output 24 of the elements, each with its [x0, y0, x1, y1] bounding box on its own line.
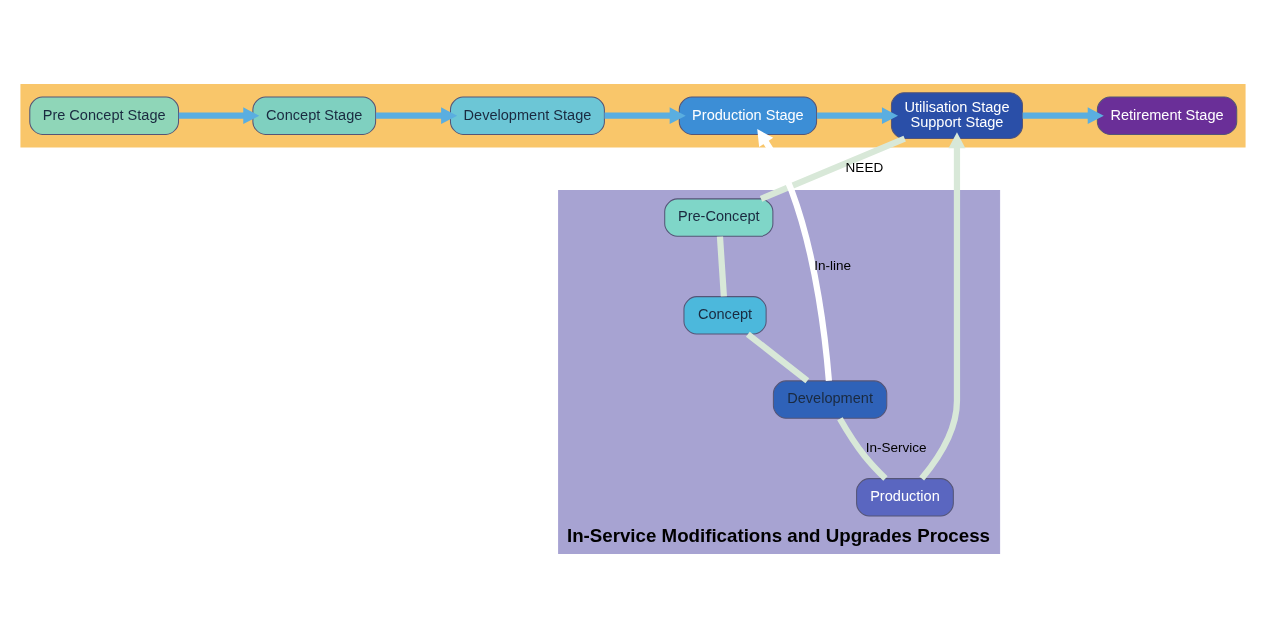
node-box: Development: [772, 380, 888, 419]
node-box: Retirement Stage: [1096, 96, 1238, 135]
arrow: [919, 132, 966, 481]
connector: [745, 331, 810, 384]
node-box: Utilisation Stage Support Stage: [890, 92, 1023, 140]
node-box: Concept Stage: [252, 96, 377, 135]
arrow: [757, 129, 832, 381]
connector: [716, 236, 727, 297]
connector: [837, 417, 888, 481]
edge-label: In-line: [814, 258, 852, 274]
node-box: Pre Concept Stage: [29, 96, 180, 135]
node-box: Pre-Concept: [664, 198, 774, 237]
edge-label: NEED: [845, 160, 884, 176]
arrow: [816, 107, 899, 125]
node-box: Concept: [683, 296, 767, 335]
arrow: [1022, 107, 1104, 125]
arrow: [375, 107, 458, 125]
edge-label: In-Service: [865, 440, 927, 456]
node-box: Production: [856, 478, 954, 517]
connector: [759, 135, 906, 202]
node-box: Development Stage: [449, 96, 605, 135]
node-box: Production Stage: [678, 96, 818, 135]
arrow: [604, 107, 686, 125]
arrow: [178, 107, 260, 125]
